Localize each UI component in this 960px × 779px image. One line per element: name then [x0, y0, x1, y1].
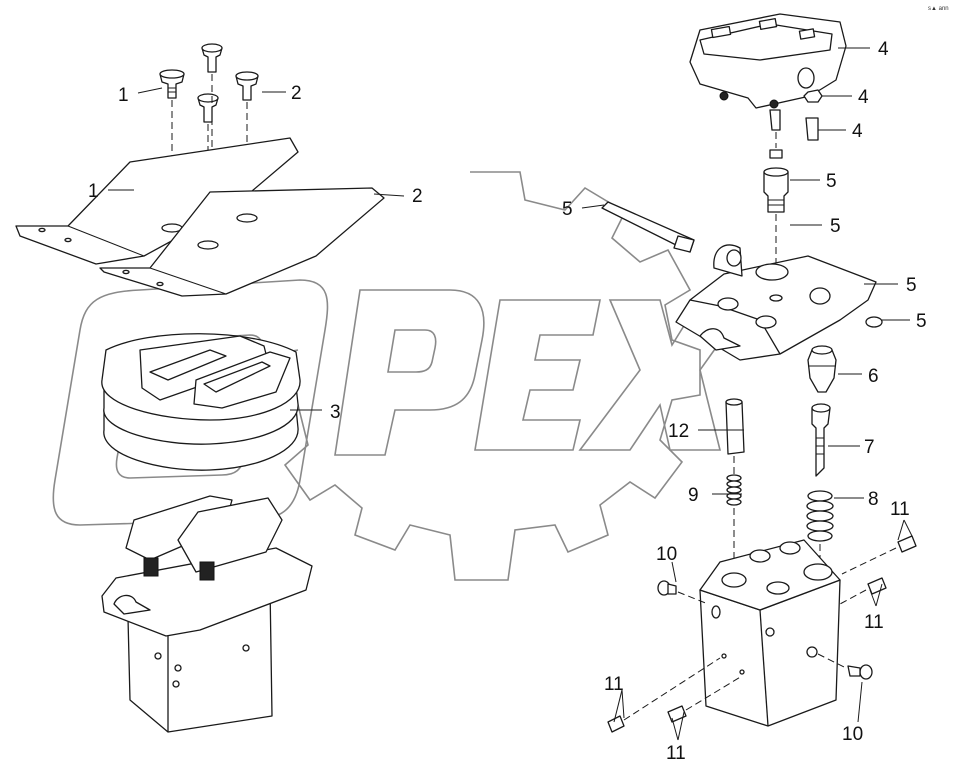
callout-4-nut: 4: [858, 87, 869, 108]
base-plate-5: [675, 244, 877, 361]
callout-3: 3: [330, 402, 341, 423]
dash-11-b: [839, 589, 867, 605]
callout-8: 8: [868, 489, 879, 510]
o-ring-5: [865, 316, 883, 328]
screw-1-center: [197, 93, 219, 123]
socket-bolt-5: [763, 167, 789, 213]
plug-10-left: [657, 580, 677, 596]
cover-plate-2: [99, 187, 385, 297]
callout-1-top: 1: [118, 85, 129, 106]
pin-12: [725, 398, 745, 455]
left-valve-pin: [143, 557, 159, 577]
callout-11-top-right: 11: [890, 499, 910, 520]
watermark-letter-p: [334, 289, 485, 456]
callout-2-plate: 2: [412, 186, 423, 207]
screw-2-right: [235, 71, 259, 101]
spring-9: [726, 474, 742, 506]
watermark-gear-outline: [269, 171, 701, 581]
screw-2-top: [201, 43, 223, 73]
watermark-letter-x: [578, 299, 752, 451]
callout-5-oring: 5: [916, 311, 927, 332]
spring-8: [806, 490, 834, 542]
nut-4: [803, 89, 823, 103]
dash-11-c: [623, 657, 721, 721]
callout-9: 9: [688, 485, 699, 506]
plunger-6: [807, 345, 837, 393]
callout-11-mid-right: 11: [864, 612, 884, 633]
set-screw-11-c: [607, 715, 625, 733]
rubber-boot-3: [101, 333, 301, 471]
plug-10-right: [847, 664, 873, 680]
callout-4-bracket: 4: [878, 39, 889, 60]
stem-7: [811, 403, 831, 477]
pedal-bracket-4: [689, 13, 847, 109]
callout-5-dash: 5: [830, 216, 841, 237]
dash-11-a: [841, 547, 897, 575]
callout-11-bottom: 11: [666, 743, 686, 764]
callout-1-plate: 1: [88, 181, 99, 202]
assembled-valve-left: [101, 495, 313, 733]
callout-11-bottom-left: 11: [604, 674, 624, 695]
callout-10-right: 10: [842, 724, 863, 745]
corner-mark: s▲ ann: [928, 6, 949, 12]
valve-body-right: [699, 539, 841, 727]
rod-pin-5: [601, 201, 695, 253]
screw-1-left: [159, 69, 185, 99]
callout-7: 7: [864, 437, 875, 458]
callout-5-bolt: 5: [826, 171, 837, 192]
callout-2-top: 2: [291, 83, 302, 104]
callout-4-screw: 4: [852, 121, 863, 142]
left-valve-pin-2: [199, 561, 215, 581]
callout-10-left: 10: [656, 544, 677, 565]
dash-10-left: [677, 591, 709, 605]
callout-5-plate: 5: [906, 275, 917, 296]
leader-lines: [108, 47, 913, 741]
callout-6: 6: [868, 366, 879, 387]
callout-labels: 1 2 1 2 3 4 4 4 5 5 5 5 5 6 7 8 9 12 10 …: [88, 39, 927, 764]
watermark-letter-e: [474, 299, 601, 451]
callout-5-rod: 5: [562, 199, 573, 220]
callout-12: 12: [668, 421, 689, 442]
screw-4-small: [769, 109, 783, 159]
set-screw-11-a: [897, 535, 917, 553]
dash-10-right: [817, 653, 847, 669]
bolt-4: [805, 117, 819, 141]
